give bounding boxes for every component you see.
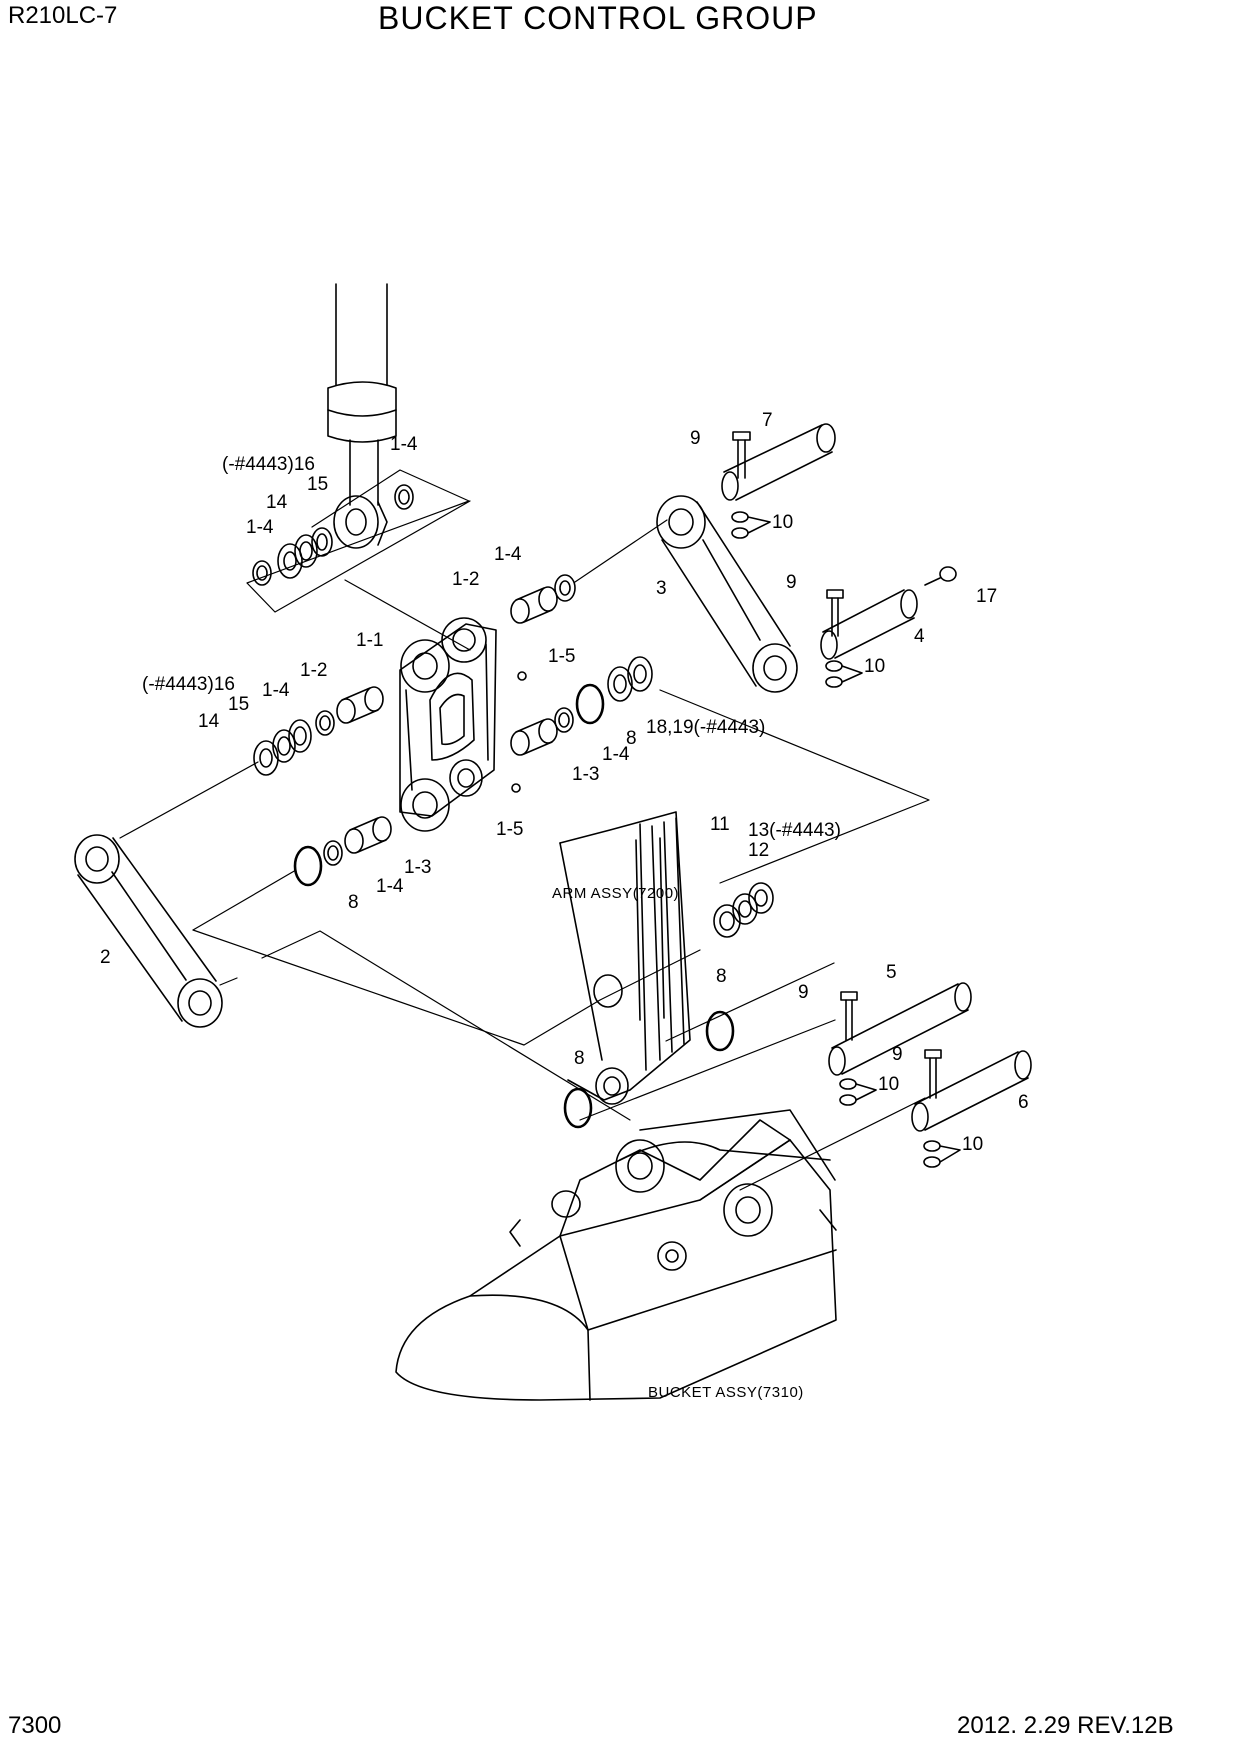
link-2 [74, 834, 223, 1028]
callout-13: 13(-#4443) [748, 820, 841, 841]
callout-9-pin4: 9 [786, 572, 797, 593]
callout-14-top: 14 [266, 492, 288, 513]
link-3 [656, 495, 798, 693]
callout-10-pin5: 10 [878, 1074, 899, 1095]
callout-15-mid: 15 [228, 694, 249, 715]
callout-1-4-cylinder: 1-4 [390, 434, 418, 455]
callout-1-2-mid: 1-2 [300, 660, 327, 681]
callout-8-arm-a: 8 [716, 966, 727, 987]
upper-bushes [510, 519, 668, 624]
callout-7: 7 [762, 410, 773, 431]
callout-8-arm-b: 8 [574, 1048, 585, 1069]
callout-9-pin7: 9 [690, 428, 701, 449]
callout-8-lower: 8 [348, 892, 359, 913]
pin-6-assembly [911, 1049, 1032, 1168]
lower-bushes [293, 816, 392, 887]
pin-5-assembly [828, 982, 972, 1106]
bucket-assy-label: BUCKET ASSY(7310) [648, 1384, 804, 1401]
middle-left-bushes [253, 686, 384, 776]
o-ring-8-a [705, 1010, 735, 1052]
callout-10-pin6: 10 [962, 1134, 983, 1155]
upper-washers [252, 484, 414, 586]
bucket [395, 1109, 837, 1401]
model-label: R210LC-7 [8, 2, 118, 29]
callout-2: 2 [100, 947, 111, 968]
page-title: BUCKET CONTROL GROUP [378, 0, 818, 36]
arm-assy-label: ARM ASSY(7200) [552, 885, 679, 902]
reference-lines [119, 579, 930, 1191]
callout-16-top: (-#4443)16 [222, 454, 315, 475]
callout-8-right: 8 [626, 728, 637, 749]
callout-10-pin4: 10 [864, 656, 885, 677]
bucket-cylinder [327, 283, 397, 549]
callout-14-mid: 14 [198, 711, 220, 732]
callout-17: 17 [976, 586, 997, 607]
revision-label: 2012. 2.29 REV.12B [957, 1712, 1174, 1739]
callout-10-pin7: 10 [772, 512, 793, 533]
arm-shims [713, 882, 774, 938]
callout-1-4-right: 1-4 [602, 744, 630, 765]
arm [559, 811, 691, 1105]
callout-1-3-lower: 1-3 [404, 857, 431, 878]
callout-15-top: 15 [307, 474, 328, 495]
callout-1-5-lower: 1-5 [496, 819, 523, 840]
callout-1-4-upper: 1-4 [494, 544, 522, 565]
callout-6: 6 [1018, 1092, 1029, 1113]
middle-right-bushes [510, 656, 653, 756]
o-ring-8-b [563, 1087, 593, 1129]
callout-12: 12 [748, 840, 769, 861]
callout-5: 5 [886, 962, 897, 983]
callout-1-4-top-left: 1-4 [246, 517, 274, 538]
page-number: 7300 [8, 1712, 62, 1739]
pin-4-assembly [820, 566, 957, 688]
pin-7-assembly [721, 423, 836, 539]
callout-9-pin6: 9 [892, 1044, 903, 1065]
callout-1-1: 1-1 [356, 630, 383, 651]
link-1-1 [399, 617, 527, 832]
callout-1-5-upper: 1-5 [548, 646, 575, 667]
callout-3: 3 [656, 578, 667, 599]
callout-1-4-mid: 1-4 [262, 680, 290, 701]
callout-1-2-upper: 1-2 [452, 569, 479, 590]
callout-11: 11 [710, 814, 730, 835]
callout-1-3-right: 1-3 [572, 764, 599, 785]
callout-4: 4 [914, 626, 925, 647]
callout-1-4-lower: 1-4 [376, 876, 404, 897]
callout-9-pin5: 9 [798, 982, 809, 1003]
callout-18-19: 18,19(-#4443) [646, 717, 765, 738]
callout-16-mid: (-#4443)16 [142, 674, 235, 695]
